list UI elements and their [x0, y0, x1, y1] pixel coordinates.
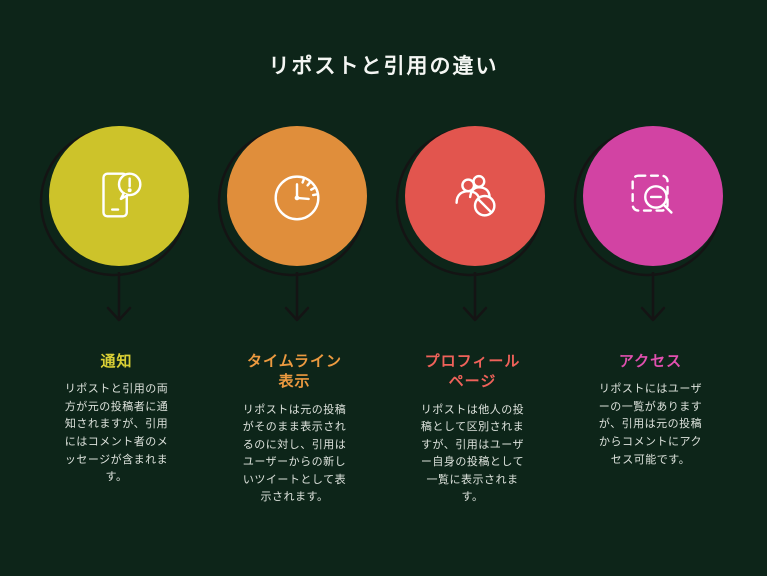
column-profile: プロフィールページ リポストは他人の投稿として区別されますが、引用はユーザー自身…: [384, 122, 562, 506]
column-heading: アクセス: [618, 352, 683, 370]
phone-notification-icon: [101, 172, 142, 218]
circle-block: [34, 122, 200, 337]
column-description: リポストは他人の投稿として区別されますが、引用はユーザー自身の投稿として一覧に表…: [420, 402, 525, 504]
column-description: リポストは元の投稿がそのまま表示されるのに対し、引用はユーザーからの新しいツイー…: [242, 402, 347, 504]
people-blocked-icon: [454, 174, 496, 217]
page-title: リポストと引用の違い: [268, 54, 499, 78]
circle-access: [582, 126, 723, 266]
column-heading: タイムライン表示: [247, 352, 342, 391]
column-timeline: タイムライン表示 リポストは元の投稿がそのまま表示されるのに対し、引用はユーザー…: [206, 122, 384, 506]
circle-notification: [48, 126, 189, 266]
column-description: リポストと引用の両方が元の投稿者に通知されますが、引用にはコメント者のメッセージ…: [64, 382, 169, 484]
column-access: アクセス リポストにはユーザーの一覧がありますが、引用は元の投稿からコメントにア…: [562, 122, 740, 506]
column-notification: 通知 リポストと引用の両方が元の投稿者に通知されますが、引用にはコメント者のメッ…: [28, 122, 206, 506]
column-heading: プロフィールページ: [424, 352, 521, 391]
column-description: リポストにはユーザーの一覧がありますが、引用は元の投稿からコメントにアクセス可能…: [598, 382, 703, 466]
circle-block: [568, 122, 734, 337]
search-minus-icon: [630, 174, 673, 214]
circle-block: [390, 122, 556, 337]
circle-block: [212, 122, 378, 337]
circle-timeline: [226, 126, 367, 266]
column-heading: 通知: [100, 352, 133, 370]
columns-row: 通知 リポストと引用の両方が元の投稿者に通知されますが、引用にはコメント者のメッ…: [0, 122, 767, 506]
clock-icon: [273, 175, 320, 221]
circle-profile: [404, 126, 545, 266]
